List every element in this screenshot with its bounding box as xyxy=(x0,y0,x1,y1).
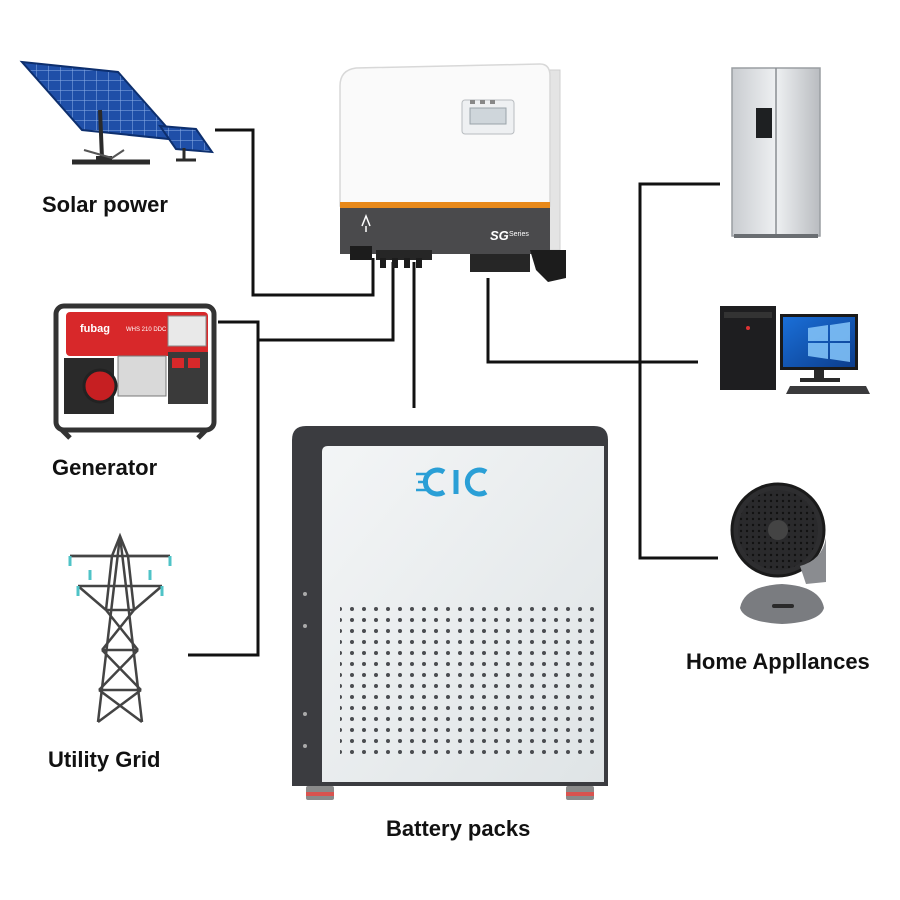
transmission-tower-icon xyxy=(68,532,172,724)
wire-appliance-bus xyxy=(638,182,720,560)
inverter-icon: SG Series xyxy=(339,63,566,282)
label-generator: Generator xyxy=(52,455,158,480)
inverter-series-text: Series xyxy=(509,231,529,238)
solar-panel-icon xyxy=(19,60,215,165)
connection-wires xyxy=(188,128,720,657)
desktop-computer-icon xyxy=(720,306,870,394)
generator-brand: fubag xyxy=(80,323,110,335)
wire-solar xyxy=(215,128,375,297)
label-home-appliances: Home Appllances xyxy=(686,649,870,674)
label-solar-power: Solar power xyxy=(42,192,168,217)
battery-logo xyxy=(416,467,488,497)
wire-generator-inverter xyxy=(258,262,395,342)
refrigerator-icon xyxy=(731,67,821,238)
generator-model: WHS 210 DDC xyxy=(126,327,167,333)
generator-icon: fubag WHS 210 DDC xyxy=(53,303,217,440)
label-battery-packs: Battery packs xyxy=(386,816,530,841)
desk-fan-icon xyxy=(730,482,826,624)
label-utility-grid: Utility Grid xyxy=(48,747,160,772)
wire-appliances xyxy=(486,278,698,364)
battery-pack-icon xyxy=(292,426,608,800)
wire-generator xyxy=(188,320,260,657)
inverter-brand-text: SG xyxy=(490,228,509,243)
